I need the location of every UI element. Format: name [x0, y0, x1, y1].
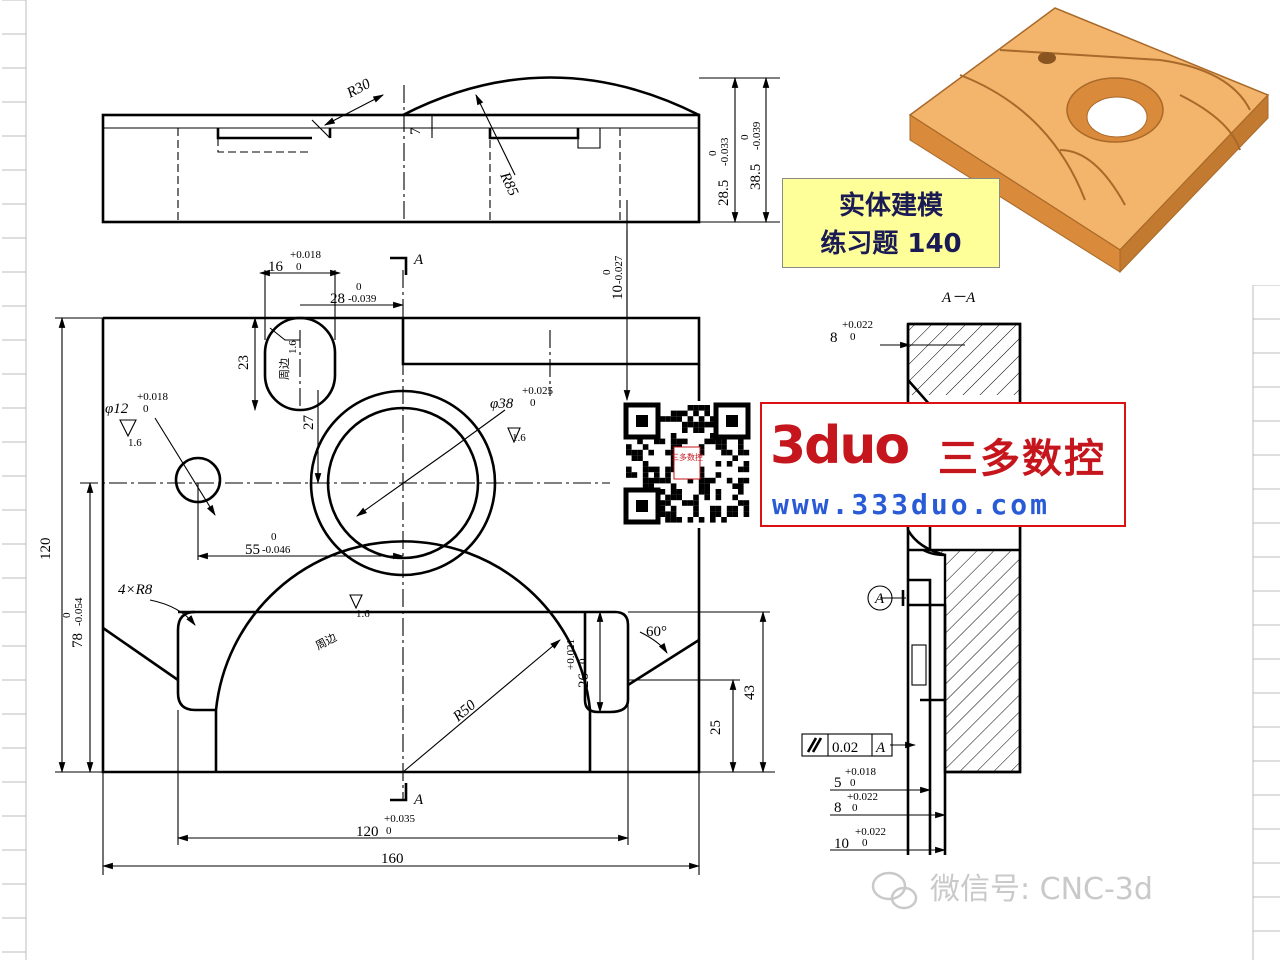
dim-60-deg: 60° — [646, 624, 667, 640]
qr-code: 三多数控 — [622, 401, 752, 528]
dim-phi12-low: 0 — [143, 403, 149, 415]
dim-26-low: 0 — [577, 658, 589, 664]
dim-28: 28 — [330, 291, 345, 307]
dim-38-5-tol-up: 0 — [739, 134, 751, 140]
dim-120-up: +0.035 — [384, 813, 415, 825]
dim-phi38-up: +0.025 — [522, 385, 553, 397]
dim-s8-top-low: 0 — [850, 331, 856, 343]
tol-parallel-datum: A — [875, 740, 886, 756]
brand-logo-text: 3duo — [770, 416, 910, 476]
dim-s10: 10 — [834, 836, 849, 852]
dim-26: 26 — [576, 673, 592, 689]
qr-center-label: 三多数控 — [671, 452, 703, 462]
dim-78-up: 0 — [61, 612, 73, 618]
dim-r30: R30 — [343, 76, 373, 102]
dim-55-low: -0.046 — [262, 544, 291, 556]
tol-parallel-value: 0.02 — [832, 740, 858, 756]
dim-43: 43 — [742, 685, 758, 700]
datum-a: A — [874, 591, 885, 607]
note-zhoubian-slot: 周边 — [278, 358, 291, 380]
dim-phi38: φ38 — [490, 396, 514, 412]
dim-28-up: 0 — [356, 281, 362, 293]
dim-78-low: -0.054 — [73, 597, 85, 626]
dim-38-5-tol-low: -0.039 — [751, 121, 763, 150]
dim-27: 27 — [301, 415, 317, 431]
brand-logo: 3duo — [770, 416, 910, 476]
dim-s5-low: 0 — [850, 777, 856, 789]
dim-s8-bottom-low: 0 — [852, 802, 858, 814]
dim-16-low: 0 — [296, 261, 302, 273]
dim-s8-top-up: +0.022 — [842, 319, 873, 331]
note-zhoubian-arc: 周边 — [313, 631, 339, 653]
dim-28-5: 28.5 — [716, 180, 732, 206]
title-line-2: 练习题 140 — [820, 229, 962, 259]
dim-s5: 5 — [834, 775, 842, 791]
dim-4xr8: 4×R8 — [118, 582, 153, 598]
dim-phi12: φ12 — [105, 401, 129, 417]
dim-120-low: 0 — [386, 825, 392, 837]
section-mark-bottom: A — [413, 792, 424, 808]
dim-10: 10 — [610, 285, 626, 300]
dim-38-5: 38.5 — [748, 164, 764, 190]
rough-slot: 1.6 — [287, 340, 299, 354]
dim-28-5-tol-low: -0.033 — [719, 137, 731, 166]
title-line-1: 实体建模 — [838, 191, 943, 221]
dim-s8-top: 8 — [830, 330, 838, 346]
dim-26-up: +0.021 — [565, 639, 577, 670]
dim-phi12-up: +0.018 — [137, 391, 168, 403]
dim-55: 55 — [245, 542, 260, 558]
dim-s10-low: 0 — [862, 837, 868, 849]
rough-phi38: 1.6 — [512, 432, 526, 444]
exercise-title-box: 实体建模 练习题 140 — [782, 178, 1000, 268]
dim-7: 7 — [408, 127, 424, 135]
dim-78: 78 — [70, 633, 86, 648]
dim-28-5-tol-up: 0 — [707, 150, 719, 156]
dim-120-w: 120 — [356, 824, 379, 840]
brand-name: 三多数控 — [938, 436, 1106, 482]
brand-watermark: 3duo 三多数控 www.333duo.com — [760, 402, 1126, 527]
wechat-icon — [871, 871, 918, 910]
part-3d-render — [908, 7, 1270, 274]
dim-16-up: +0.018 — [290, 249, 321, 261]
dim-r85: R85 — [496, 169, 521, 199]
section-title: A－A — [941, 290, 976, 306]
dim-10-up: 0 — [601, 269, 613, 275]
rough-arc: 1.6 — [356, 608, 370, 620]
wechat-id: 微信号: CNC-3d — [866, 864, 1153, 908]
dim-55-up: 0 — [271, 531, 277, 543]
section-mark-top: A — [413, 252, 424, 268]
wechat-text: 微信号: CNC-3d — [930, 872, 1153, 907]
dim-s8-bottom-up: +0.022 — [847, 791, 878, 803]
dim-25: 25 — [708, 720, 724, 735]
dim-s5-up: +0.018 — [845, 766, 876, 778]
brand-url: www.333duo.com — [772, 488, 1051, 521]
dim-160: 160 — [381, 851, 404, 867]
dim-23: 23 — [236, 355, 252, 370]
slide-right-border — [1252, 285, 1280, 960]
dim-phi38-low: 0 — [530, 397, 536, 409]
dim-10-low: -0.027 — [613, 255, 625, 284]
rough-phi12: 1.6 — [128, 437, 142, 449]
plan-view — [55, 200, 775, 875]
dim-28-low: -0.039 — [348, 293, 377, 305]
slide-left-border — [2, 0, 27, 960]
dim-s8-bottom: 8 — [834, 800, 842, 816]
dim-16: 16 — [268, 259, 284, 275]
top-view — [101, 76, 780, 224]
dim-s10-up: +0.022 — [855, 826, 886, 838]
dim-r50: R50 — [450, 697, 480, 726]
dim-120-h: 120 — [38, 538, 54, 561]
